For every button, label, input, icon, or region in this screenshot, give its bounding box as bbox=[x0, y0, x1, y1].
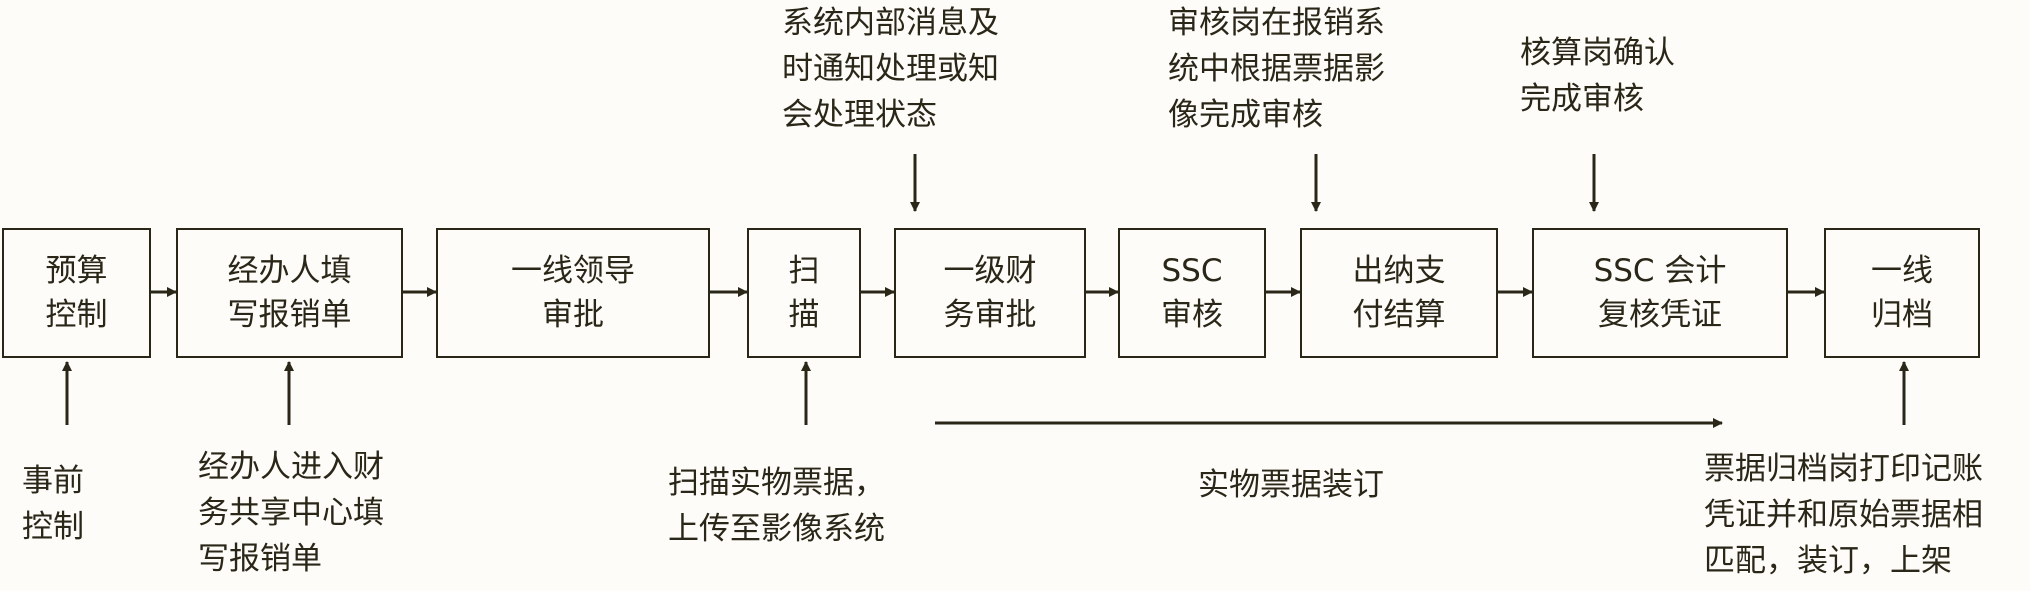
note-accounting-confirm: 核算岗确认 完成审核 bbox=[1520, 35, 1675, 117]
note-system-notification: 系统内部消息及 时通知处理或知 会处理状态 bbox=[782, 5, 999, 133]
step-ssc-review: SSC 审核 bbox=[1118, 228, 1266, 358]
note-scan-upload: 扫描实物票据， 上传至影像系统 bbox=[668, 465, 885, 547]
step-first-level-finance-approval: 一级财 务审批 bbox=[894, 228, 1086, 358]
step-frontline-leader-approval: 一线领导 审批 bbox=[436, 228, 710, 358]
note-image-audit: 审核岗在报销系 统中根据票据影 像完成审核 bbox=[1168, 5, 1385, 133]
step-cashier-payment: 出纳支 付结算 bbox=[1300, 228, 1498, 358]
step-frontline-archive: 一线 归档 bbox=[1824, 228, 1980, 358]
step-scan: 扫 描 bbox=[747, 228, 861, 358]
step-budget-control: 预算 控制 bbox=[2, 228, 151, 358]
note-enter-shared-center: 经办人进入财 务共享中心填 写报销单 bbox=[198, 449, 384, 577]
note-pre-control: 事前 控制 bbox=[22, 463, 84, 545]
step-ssc-accountant-recheck: SSC 会计 复核凭证 bbox=[1532, 228, 1788, 358]
step-fill-reimbursement-form: 经办人填 写报销单 bbox=[176, 228, 403, 358]
note-physical-binding: 实物票据装订 bbox=[1198, 467, 1384, 503]
note-archive-procedure: 票据归档岗打印记账 凭证并和原始票据相 匹配，装订，上架 bbox=[1704, 451, 1983, 579]
